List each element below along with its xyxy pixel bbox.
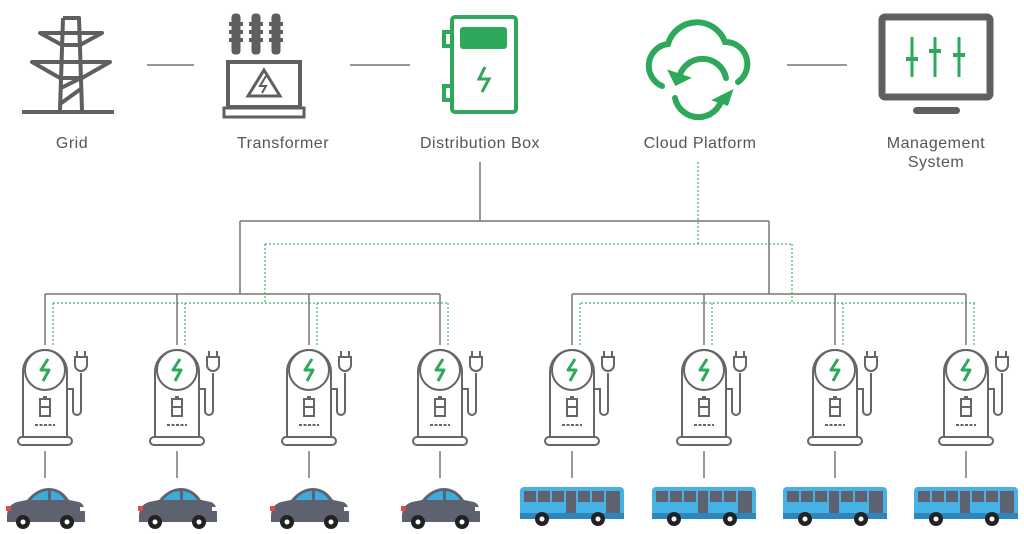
cloud-sync-icon	[645, 19, 751, 121]
ev-charger-icon	[280, 348, 353, 447]
distribution-box-icon	[442, 15, 518, 114]
car-icon	[6, 488, 86, 529]
transmission-tower-icon	[22, 16, 114, 114]
car-icon	[138, 488, 218, 529]
ev-charger-icon	[148, 348, 221, 447]
label-grid: Grid	[55, 135, 89, 152]
label-management-system: Management System	[866, 134, 1006, 172]
ev-charger-icon	[543, 348, 616, 447]
power-lines	[45, 162, 966, 295]
charging-stations	[6, 294, 1018, 529]
label-distribution-box: Distribution Box	[419, 135, 541, 152]
bus-icon	[520, 487, 624, 526]
transformer-icon	[222, 13, 306, 119]
ev-charger-icon	[411, 348, 484, 447]
insulators	[229, 13, 283, 55]
label-management-line1: Management	[886, 135, 986, 152]
ev-charger-icon	[937, 348, 1010, 447]
bus-icon	[914, 487, 1018, 526]
label-transformer: Transformer	[236, 135, 330, 152]
car-icon	[401, 488, 481, 529]
label-cloud-platform: Cloud Platform	[643, 135, 757, 152]
ev-charger-icon	[806, 348, 879, 447]
data-lines	[53, 162, 976, 304]
bus-icon	[652, 487, 756, 526]
car-icon	[270, 488, 350, 529]
ev-charger-icon	[675, 348, 748, 447]
label-management-line2: System	[907, 154, 965, 171]
bus-icon	[783, 487, 887, 526]
monitor-sliders-icon	[878, 13, 994, 114]
ev-charger-icon	[16, 348, 89, 447]
